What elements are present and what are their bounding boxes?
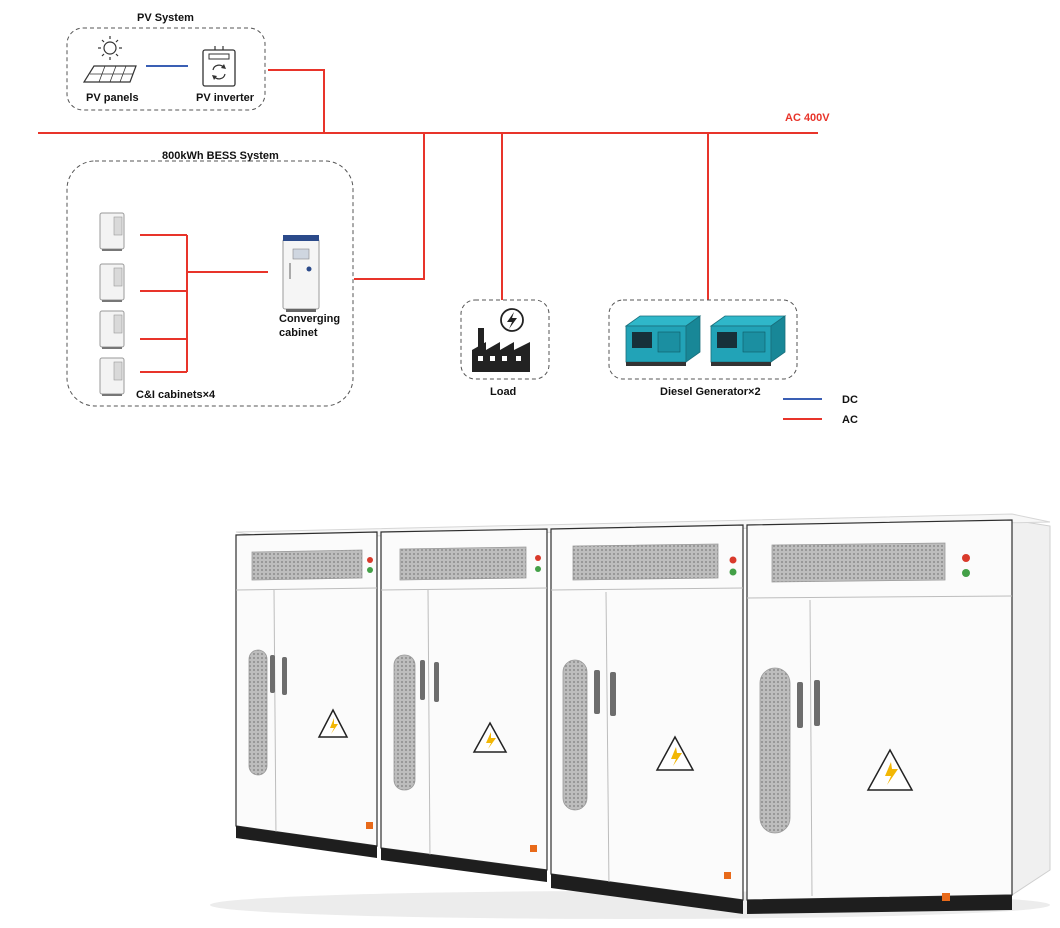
bess-system-title: 800kWh BESS System	[162, 150, 279, 162]
generator-icon	[709, 315, 787, 366]
bess-cabinets-illustration	[210, 513, 1051, 919]
ac-bus-label: AC 400V	[785, 112, 830, 124]
bess-ac-line	[354, 133, 425, 280]
diesel-label: Diesel Generator×2	[660, 386, 761, 398]
base-marker	[530, 845, 537, 852]
pv-inverter-label: PV inverter	[196, 92, 255, 104]
base-marker	[366, 822, 373, 829]
diesel-group	[608, 299, 798, 380]
ci-cabinets-label: C&I cabinets×4	[136, 389, 216, 401]
pv-panels-label: PV panels	[86, 92, 139, 104]
converging-cabinet-label-1: Converging	[279, 313, 340, 325]
inverter-icon	[202, 46, 236, 87]
solar-panel-icon	[82, 36, 137, 83]
load-label: Load	[490, 386, 516, 398]
system-diagram: AC 400V PV System	[38, 12, 858, 426]
legend: DC AC	[783, 394, 858, 426]
cabinet-side-face	[1011, 519, 1051, 896]
ci-cabinet-icon-3	[99, 310, 125, 349]
base-marker	[724, 872, 731, 879]
generator-icon	[624, 315, 702, 366]
legend-dc-label: DC	[842, 394, 858, 406]
load-group	[460, 299, 550, 380]
cabinet-ac-lines	[140, 234, 268, 373]
ci-cabinet-icon-4	[99, 357, 125, 396]
bess-cabinet-4	[746, 519, 1013, 914]
converging-cabinet-icon	[282, 235, 320, 312]
converging-cabinet-label-2: cabinet	[279, 327, 318, 339]
legend-ac-label: AC	[842, 414, 858, 426]
factory-icon	[472, 308, 530, 372]
ci-cabinet-icon-2	[99, 263, 125, 302]
ci-cabinet-icon-1	[99, 212, 125, 251]
pv-system-title: PV System	[137, 12, 194, 24]
bess-cabinet-2	[380, 528, 548, 882]
bess-cabinet-1	[235, 531, 378, 858]
pv-ac-line	[268, 69, 325, 133]
bess-system-group	[66, 160, 354, 407]
bess-cabinet-3	[550, 524, 744, 914]
